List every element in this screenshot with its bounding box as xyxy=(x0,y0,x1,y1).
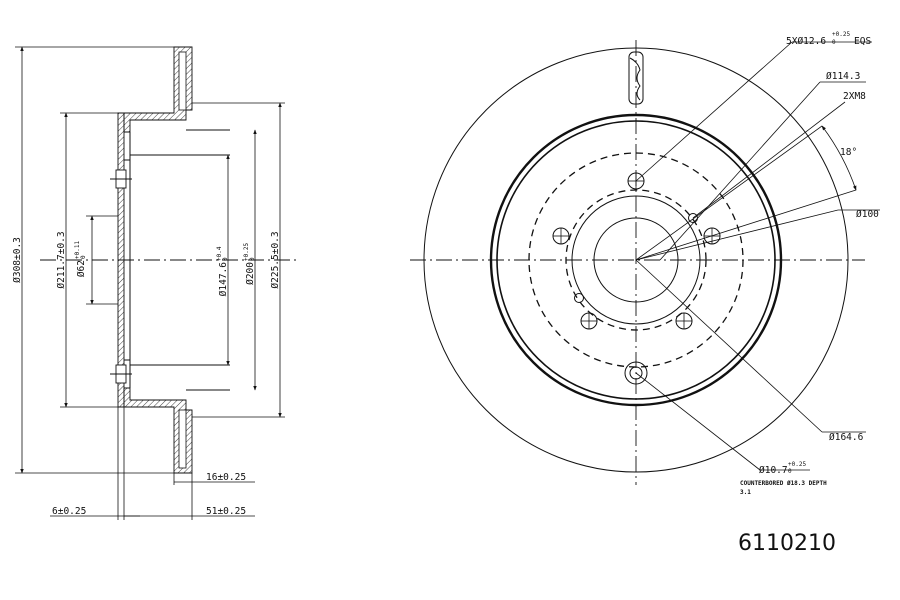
side-section-view: Ø308±0.3 Ø211.7±0.3 Ø62 +0.11 0 Ø147.6 +… xyxy=(12,46,300,520)
dim-200-group: Ø200 +0.25 0 xyxy=(243,243,256,285)
dim-thickness-16: 16±0.25 xyxy=(206,472,246,483)
leader-hole10 xyxy=(635,372,761,471)
hat-outer-edge xyxy=(496,120,776,400)
bolt-circle-pcd xyxy=(565,189,707,331)
disc-outer-edge xyxy=(423,47,849,473)
section-top-ring xyxy=(123,46,193,133)
label-d100: Ø100 xyxy=(856,209,879,220)
label-d164: Ø164.6 xyxy=(829,432,864,443)
counterbore-inner xyxy=(629,366,643,380)
vent-slot-bottom xyxy=(178,409,187,469)
label-hole10-tol-upper: +0.25 xyxy=(788,461,806,468)
dim-height-51: 51±0.25 xyxy=(206,506,246,517)
label-angle: 18° xyxy=(840,147,857,158)
dim-200-diameter: Ø200 xyxy=(245,262,256,285)
center-bore xyxy=(593,217,679,303)
hub-face-circle xyxy=(571,195,701,325)
label-5x-tol-lower: 0 xyxy=(832,39,836,46)
dim-200-tol-lower: 0 xyxy=(249,257,256,261)
hat-hidden-circle xyxy=(528,152,744,368)
dim-225-diameter: Ø225.5±0.3 xyxy=(270,231,281,288)
m8-hole-2 xyxy=(574,293,584,303)
dim-147-tol-upper: +0.4 xyxy=(216,246,223,261)
label-pcd: Ø114.3 xyxy=(826,71,860,82)
angle-ray-2 xyxy=(635,189,857,261)
dim-147-tol-lower: 0 xyxy=(222,257,229,261)
dim-62-group: Ø62 +0.11 0 xyxy=(74,241,87,278)
hat-wall xyxy=(117,112,125,408)
dim-62-tol-lower: 0 xyxy=(80,255,87,259)
label-5x-tol-upper: +0.25 xyxy=(832,31,850,38)
dim-211-diameter: Ø211.7±0.3 xyxy=(56,231,67,288)
leader-5x-holes xyxy=(635,41,793,182)
label-5x-holes: 5XØ12.6 xyxy=(786,36,826,47)
leader-d100 xyxy=(635,209,839,261)
dim-62-tol-upper: +0.11 xyxy=(74,241,81,259)
leader-pcd xyxy=(659,81,821,261)
label-hole10: Ø10.7 xyxy=(759,465,788,476)
section-bottom-ring xyxy=(123,387,193,474)
angle-arc xyxy=(821,125,857,191)
part-number: 6110210 xyxy=(738,531,836,556)
label-eqs: EQS xyxy=(854,36,871,47)
friction-inner-edge xyxy=(489,113,783,407)
note-depth-value: 3.1 xyxy=(740,489,751,496)
leader-m8 xyxy=(692,101,846,219)
wear-slot xyxy=(628,51,644,105)
dim-147-diameter: Ø147.6 xyxy=(218,262,229,297)
front-view: 5XØ12.6 +0.25 0 EQS Ø114.3 2XM8 18° Ø100… xyxy=(410,31,880,496)
note-counterbore: COUNTERBORED Ø18.3 DEPTH xyxy=(740,480,827,487)
dim-outer-diameter: Ø308±0.3 xyxy=(12,237,23,283)
dim-147-group: Ø147.6 +0.4 0 xyxy=(216,246,229,296)
vent-slot-top xyxy=(178,51,187,111)
angle-ray-1 xyxy=(635,125,823,261)
dim-200-tol-upper: +0.25 xyxy=(243,243,250,261)
dim-62-diameter: Ø62 xyxy=(76,260,87,277)
leader-d164 xyxy=(635,259,823,433)
counterbore-outer xyxy=(624,361,648,385)
dim-flange-6: 6±0.25 xyxy=(52,506,86,517)
label-thread: 2XM8 xyxy=(843,91,866,102)
label-hole10-tol-lower: 0 xyxy=(788,468,792,475)
